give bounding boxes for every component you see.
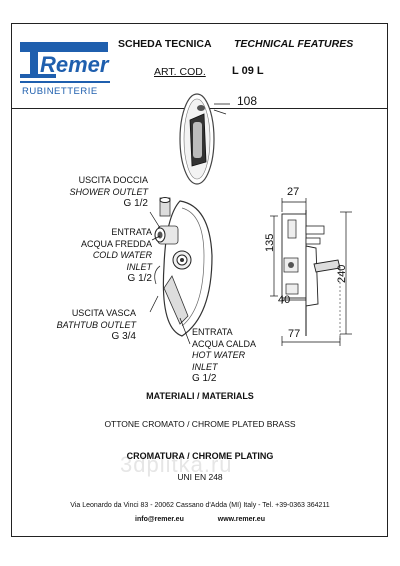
footer-contacts: info@remer.eu www.remer.eu bbox=[0, 516, 400, 523]
label-cold-inlet: ENTRATA ACQUA FREDDA COLD WATER INLET G … bbox=[30, 227, 152, 285]
shower-size: G 1/2 bbox=[123, 198, 148, 209]
watermark: 3dplitka.ru bbox=[120, 452, 233, 477]
materials-value: OTTONE CROMATO / CHROME PLATED BRASS bbox=[104, 419, 296, 429]
dim-height-total: 240 bbox=[336, 264, 348, 283]
shower-it: USCITA DOCCIA bbox=[78, 175, 148, 185]
hot-it2: ACQUA CALDA bbox=[192, 338, 257, 349]
footer-website[interactable]: www.remer.eu bbox=[217, 516, 265, 523]
hot-en2: INLET bbox=[192, 361, 218, 372]
dim-height-inner: 135 bbox=[264, 233, 276, 252]
footer-email[interactable]: info@remer.eu bbox=[135, 516, 184, 523]
cold-en1: COLD WATER bbox=[92, 250, 152, 260]
dim-depth-bottom: 77 bbox=[288, 328, 301, 340]
title-italian: SCHEDA TECNICA bbox=[118, 38, 212, 50]
plating-value: UNI EN 248 bbox=[177, 472, 223, 482]
sheet-frame bbox=[11, 23, 388, 537]
label-shower-outlet: USCITA DOCCIA SHOWER OUTLET G 1/2 bbox=[40, 175, 148, 210]
label-bathtub-outlet: USCITA VASCA BATHTUB OUTLET G 3/4 bbox=[30, 308, 136, 343]
side-view-drawing bbox=[270, 198, 352, 346]
hot-en1: HOT WATER bbox=[192, 350, 246, 360]
dim-depth-top: 27 bbox=[287, 186, 300, 198]
dim-depth-mid: 40 bbox=[278, 294, 291, 306]
footer-address: Via Leonardo da Vinci 83 - 20062 Cassano… bbox=[70, 502, 330, 509]
bathtub-en: BATHTUB OUTLET bbox=[56, 319, 136, 330]
bathtub-size: G 3/4 bbox=[111, 331, 136, 342]
shower-en: SHOWER OUTLET bbox=[69, 186, 148, 197]
cold-size: G 1/2 bbox=[127, 273, 152, 284]
article-code-label: ART. COD. bbox=[154, 66, 206, 78]
plating-title: CROMATURA / CHROME PLATING bbox=[126, 451, 274, 461]
remer-logo-mark: Remer RUBINETTERIE bbox=[20, 42, 110, 97]
cold-it1: ENTRATA bbox=[111, 227, 152, 237]
dim-plate-width: 108 bbox=[237, 94, 258, 108]
front-view-drawing bbox=[179, 93, 230, 185]
remer-logo: Remer RUBINETTERIE bbox=[16, 38, 114, 100]
cold-it2: ACQUA FREDDA bbox=[80, 238, 152, 249]
hot-it1: ENTRATA bbox=[192, 327, 233, 337]
logo-wordmark: Remer bbox=[40, 52, 110, 77]
bathtub-it: USCITA VASCA bbox=[71, 308, 136, 318]
perspective-view-drawing bbox=[154, 197, 213, 337]
materials-title: MATERIALI / MATERIALS bbox=[146, 391, 254, 401]
title-english: TECHNICAL FEATURES bbox=[234, 38, 354, 50]
logo-subtitle: RUBINETTERIE bbox=[22, 86, 98, 97]
cold-en2: INLET bbox=[126, 261, 152, 272]
label-hot-inlet: ENTRATA ACQUA CALDA HOT WATER INLET G 1/… bbox=[192, 327, 272, 385]
article-code: L 09 L bbox=[232, 65, 264, 77]
hot-size: G 1/2 bbox=[192, 373, 217, 384]
